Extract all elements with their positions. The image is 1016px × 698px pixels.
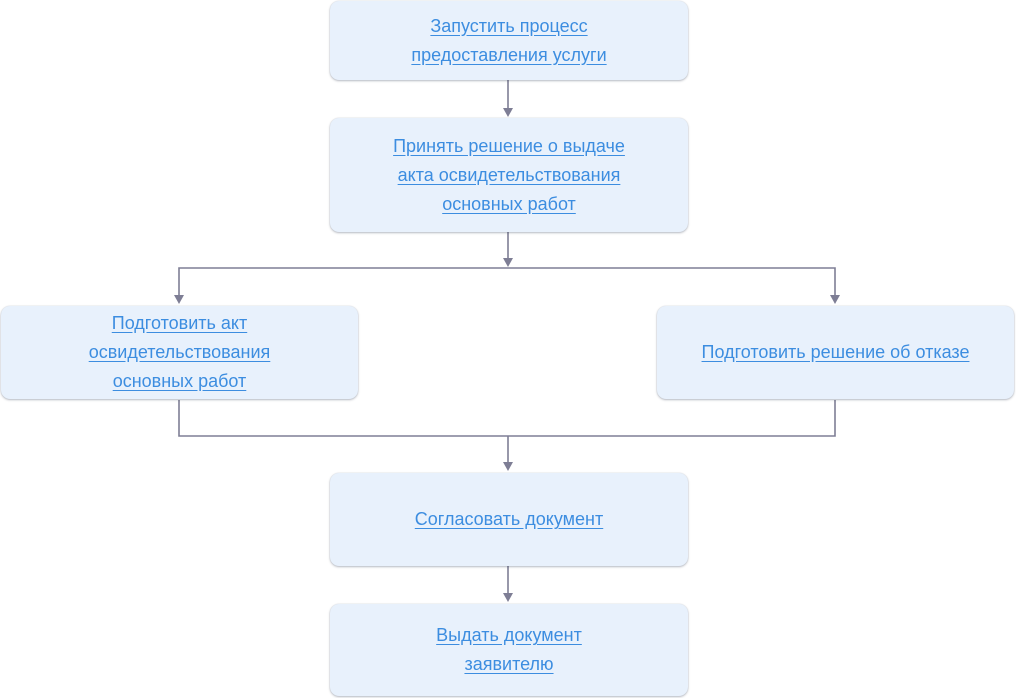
- accept-decision-link[interactable]: Принять решение о выдаче акта освидетель…: [393, 135, 625, 214]
- connector-branch-merge: [178, 400, 836, 437]
- node-prepare-refusal: Подготовить решение об отказе: [657, 306, 1014, 399]
- connector-branch-split: [178, 267, 836, 296]
- node-start-process: Запустить процесс предоставления услуги: [330, 1, 688, 80]
- arrow-head-branch: [503, 258, 513, 267]
- node-approve-document: Согласовать документ: [330, 473, 688, 566]
- node-issue-document: Выдать документ заявителю: [330, 604, 688, 696]
- node-prepare-act: Подготовить акт освидетельствования осно…: [1, 306, 358, 399]
- issue-document-link[interactable]: Выдать документ заявителю: [436, 625, 582, 674]
- approve-document-link[interactable]: Согласовать документ: [414, 509, 604, 529]
- prepare-act-link[interactable]: Подготовить акт освидетельствования осно…: [88, 313, 271, 391]
- arrow-head-prepare-act: [174, 295, 184, 304]
- arrow-head-prepare-refusal: [830, 295, 840, 304]
- arrow-head-issue: [503, 593, 513, 602]
- prepare-refusal-link[interactable]: Подготовить решение об отказе: [701, 342, 970, 362]
- start-process-link[interactable]: Запустить процесс предоставления услуги: [411, 15, 607, 65]
- arrow-head-approve: [503, 462, 513, 471]
- node-accept-decision: Принять решение о выдаче акта освидетель…: [330, 118, 688, 232]
- arrow-head-decision: [503, 108, 513, 117]
